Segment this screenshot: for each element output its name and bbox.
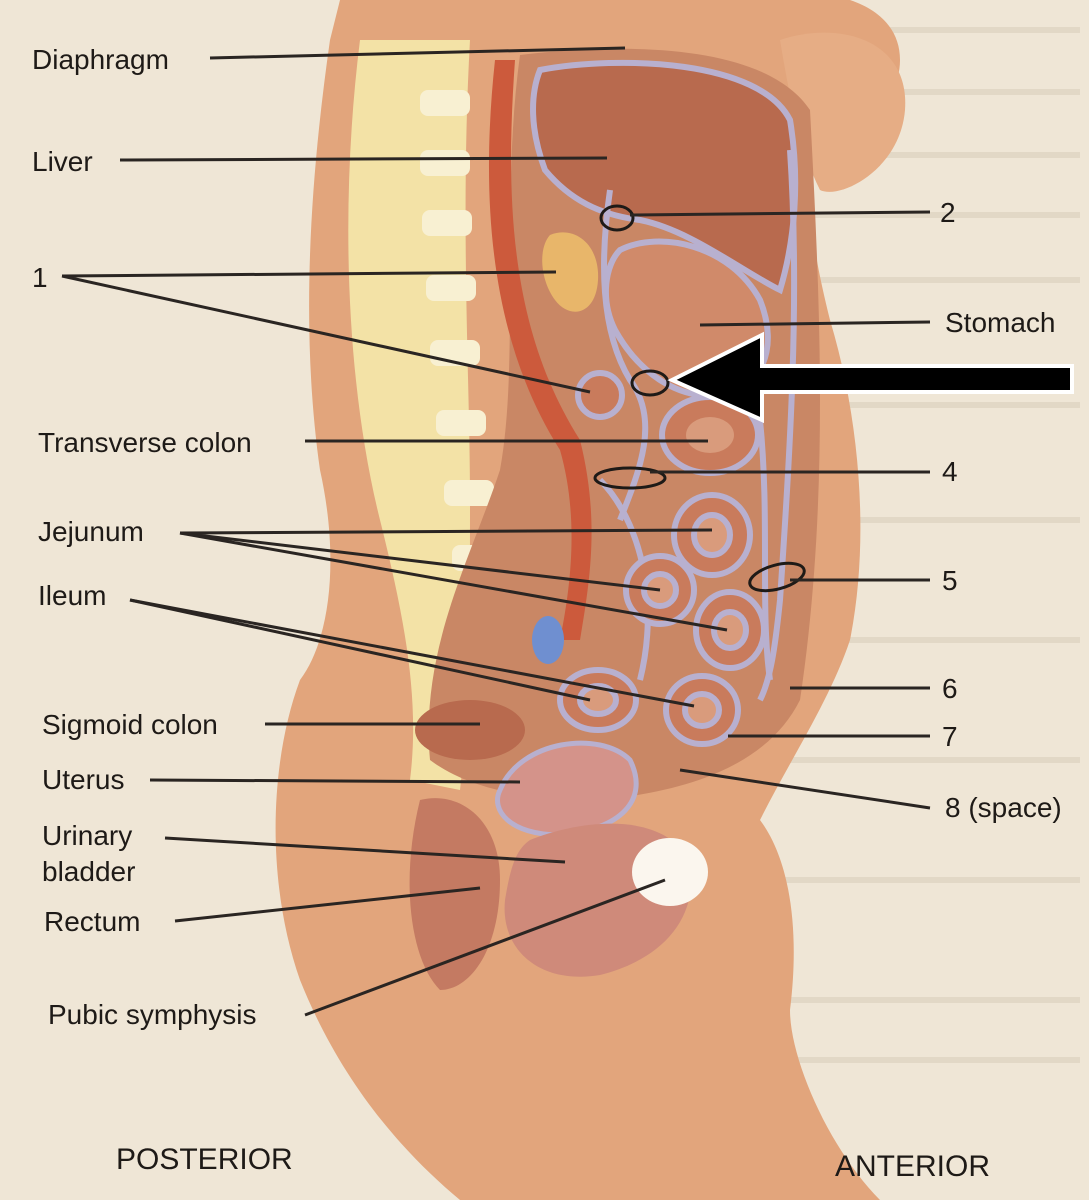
label-5: 5 <box>942 565 958 596</box>
label-pubic-symphysis: Pubic symphysis <box>48 999 257 1030</box>
blue-structure <box>532 616 564 664</box>
label-diaphragm: Diaphragm <box>32 44 169 75</box>
label-ileum: Ileum <box>38 580 107 611</box>
label-2: 2 <box>940 197 956 228</box>
label-posterior: POSTERIOR <box>116 1143 293 1176</box>
liver-organ <box>530 59 799 295</box>
label-uterus: Uterus <box>42 764 125 795</box>
pointer-arrow <box>667 331 1074 424</box>
label-rectum: Rectum <box>44 906 141 937</box>
label-liver: Liver <box>32 146 93 177</box>
label-anterior: ANTERIOR <box>835 1150 991 1183</box>
leader-lines <box>61 46 931 1017</box>
label-urinary-bladder: Urinary bladder <box>42 820 136 887</box>
pubic-symphysis-bone <box>632 838 708 906</box>
label-sigmoid-colon: Sigmoid colon <box>42 709 218 740</box>
label-jejunum: Jejunum <box>38 516 144 547</box>
label-6: 6 <box>942 673 958 704</box>
pelvic-organs <box>409 700 708 990</box>
label-8-space: 8 (space) <box>945 792 1062 823</box>
mesentery-membranes <box>597 149 798 702</box>
label-transverse-colon: Transverse colon <box>38 427 252 458</box>
label-7: 7 <box>942 721 958 752</box>
small-intestine-loops <box>557 370 767 747</box>
label-1: 1 <box>32 262 48 293</box>
pancreas-organ <box>542 232 599 312</box>
ring-markers <box>593 204 806 593</box>
label-stomach: Stomach <box>945 307 1056 338</box>
label-4: 4 <box>942 456 958 487</box>
